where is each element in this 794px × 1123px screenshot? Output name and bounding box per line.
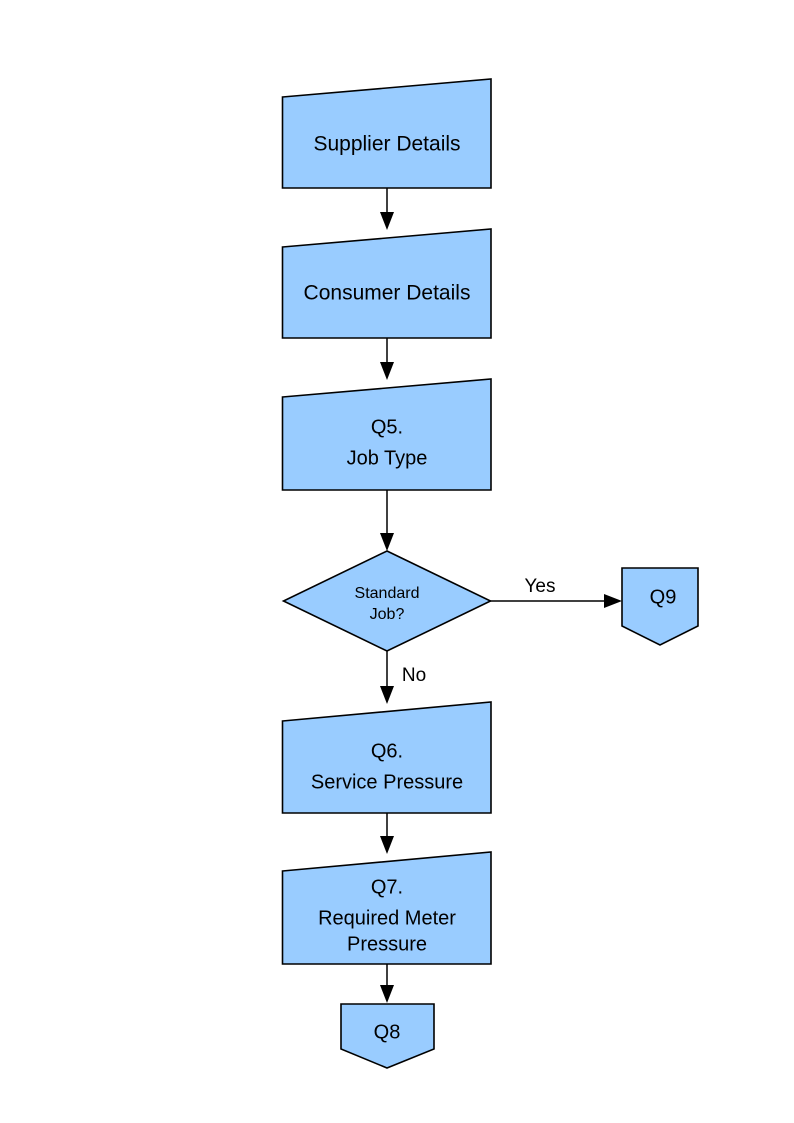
supplier-details-label: Supplier Details: [313, 133, 460, 156]
q5-job-type-label-line1: Q5.: [371, 416, 403, 438]
q9-connector-shape[interactable]: [621, 567, 699, 646]
connector-q7-to-q8: [380, 964, 394, 1003]
q6-service-pressure-label-line2: Service Pressure: [311, 771, 463, 793]
connector-consumer-to-q5: [380, 338, 394, 380]
node-standard-job-decision[interactable]: Standard Job?: [281, 550, 493, 652]
edge-label-yes: Yes: [525, 576, 556, 597]
node-q8-connector[interactable]: Q8: [340, 1003, 435, 1069]
q6-service-pressure-label-line1: Q6.: [371, 740, 403, 762]
q8-connector-label: Q8: [374, 1021, 401, 1043]
connector-q5-to-decision: [380, 490, 394, 551]
connector-supplier-to-consumer: [380, 188, 394, 230]
arrow-head-1: [380, 212, 394, 230]
q5-job-type-label-line2: Job Type: [347, 447, 428, 469]
q7-required-meter-pressure-label-line1: Q7.: [371, 876, 403, 898]
arrow-head-6: [380, 836, 394, 854]
node-supplier-details[interactable]: Supplier Details: [281, 78, 492, 189]
q5-job-type-shape[interactable]: [281, 378, 492, 491]
node-q6-service-pressure[interactable]: Q6. Service Pressure: [281, 701, 492, 814]
arrow-head-3: [380, 533, 394, 551]
node-q7-required-meter-pressure[interactable]: Q7. Required Meter Pressure: [281, 851, 492, 965]
q7-required-meter-pressure-label-line2: Required Meter: [318, 907, 456, 929]
arrow-head-5: [380, 686, 394, 704]
q6-service-pressure-shape[interactable]: [281, 701, 492, 814]
standard-job-decision-label-line1: Standard: [355, 585, 420, 602]
consumer-details-shape[interactable]: [281, 228, 492, 339]
q8-connector-shape[interactable]: [340, 1003, 435, 1069]
q9-connector-label: Q9: [650, 586, 677, 608]
consumer-details-label: Consumer Details: [304, 282, 471, 305]
arrow-head-4: [604, 594, 622, 608]
connector-decision-to-q9: Yes: [490, 576, 622, 608]
supplier-details-shape[interactable]: [281, 78, 492, 189]
node-q5-job-type[interactable]: Q5. Job Type: [281, 378, 492, 491]
connector-q6-to-q7: [380, 813, 394, 854]
connector-decision-to-q6: No: [380, 651, 426, 704]
arrow-head-2: [380, 362, 394, 380]
edge-label-no: No: [402, 665, 426, 686]
node-q9-connector[interactable]: Q9: [621, 567, 699, 646]
standard-job-decision-label-line2: Job?: [370, 606, 405, 623]
q7-required-meter-pressure-label-line3: Pressure: [347, 933, 427, 955]
node-consumer-details[interactable]: Consumer Details: [281, 228, 492, 339]
arrow-head-7: [380, 985, 394, 1003]
q7-required-meter-pressure-shape[interactable]: [281, 851, 492, 965]
